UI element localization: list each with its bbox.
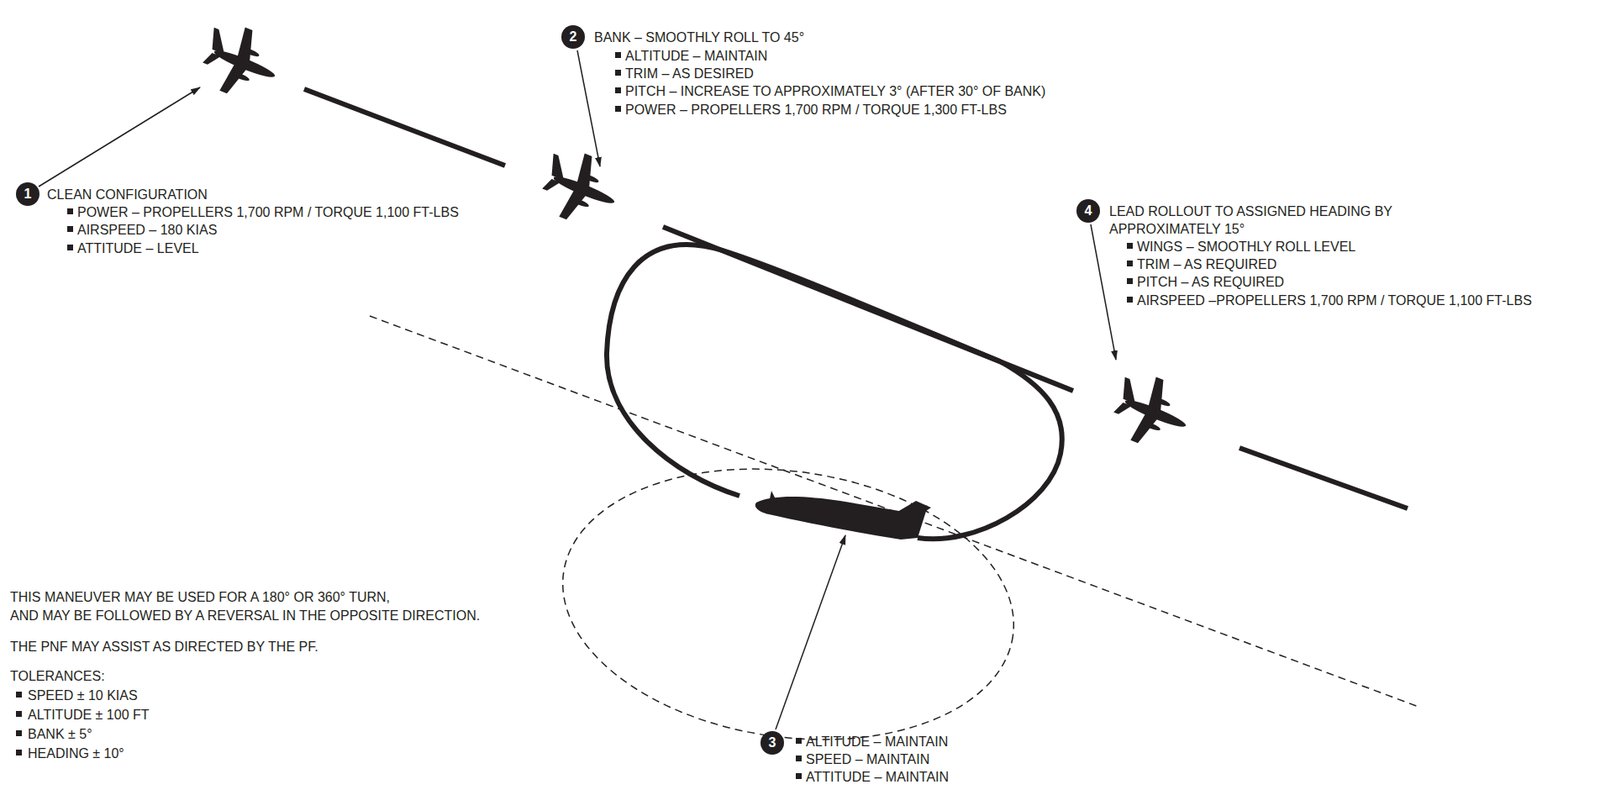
- note-text: CLEAN CONFIGURATION: [47, 185, 208, 204]
- checklist-item: TRIM – AS DESIRED: [625, 64, 754, 83]
- bullet-square: [1126, 260, 1133, 267]
- note-text: TOLERANCES:: [10, 667, 106, 685]
- aircraft: [193, 16, 289, 109]
- callout-number: 2: [561, 25, 585, 49]
- bullet-square: [615, 105, 622, 112]
- leader-arrows: [38, 50, 1116, 730]
- bullet-square: [795, 773, 802, 779]
- checklist-item: TRIM – AS REQUIRED: [1136, 255, 1277, 274]
- aircraft: [1104, 366, 1200, 458]
- bullet-square: [615, 52, 622, 58]
- checklist-item: BANK ± 5°: [27, 725, 93, 743]
- callout-text: 4: [1084, 203, 1093, 219]
- bullet-square: [1126, 242, 1133, 249]
- bullet-square: [615, 69, 622, 76]
- bullet-square: [15, 710, 22, 717]
- checklist-item: AIRSPEED – 180 KIAS: [77, 221, 217, 239]
- checklist-item: HEADING ± 10°: [27, 744, 125, 763]
- note-text: LEAD ROLLOUT TO ASSIGNED HEADING BY APPR…: [1109, 202, 1463, 238]
- reference-line: [369, 315, 1419, 707]
- checklist-item: ATTITUDE – LEVEL: [77, 239, 200, 258]
- bullet-square: [15, 730, 22, 737]
- checklist-item: PITCH – AS REQUIRED: [1136, 273, 1285, 291]
- bullet-square: [795, 737, 802, 744]
- callout-number: 1: [15, 182, 40, 206]
- flight-path: [304, 89, 1408, 539]
- checklist-item: ATTITUDE – MAINTAIN: [805, 768, 949, 786]
- bullet-square: [615, 87, 622, 94]
- note-text: BANK – SMOOTHLY ROLL TO 45°: [594, 28, 805, 47]
- note-text: THE PNF MAY ASSIST AS DIRECTED BY THE PF…: [10, 637, 319, 656]
- aircraft-banked: [755, 490, 932, 540]
- bullet-square: [795, 755, 802, 762]
- checklist-item: ALTITUDE – MAINTAIN: [805, 732, 948, 751]
- checklist-item: SPEED – MAINTAIN: [805, 750, 930, 769]
- note-text: AND MAY BE FOLLOWED BY A REVERSAL IN THE…: [10, 606, 480, 625]
- aircraft: [532, 142, 628, 235]
- callout-text: 1: [24, 186, 32, 202]
- callout-number: 4: [1076, 199, 1100, 223]
- bullet-square: [67, 226, 74, 232]
- bullet-square: [1126, 278, 1133, 285]
- bullet-square: [1126, 296, 1133, 303]
- checklist-item: PITCH – INCREASE TO APPROXIMATELY 3° (AF…: [625, 82, 1046, 100]
- note-text: THIS MANEUVER MAY BE USED FOR A 180° OR …: [10, 588, 390, 606]
- checklist-item: AIRSPEED –PROPELLERS 1,700 RPM / TORQUE …: [1136, 291, 1532, 310]
- callout-text: 2: [569, 29, 578, 45]
- dashed-orbit: [545, 441, 1032, 768]
- checklist-item: SPEED ± 10 KIAS: [27, 686, 138, 705]
- checklist-item: ALTITUDE – MAINTAIN: [625, 47, 768, 65]
- bullet-square: [67, 208, 74, 215]
- bullet-square: [67, 244, 74, 251]
- checklist-item: POWER – PROPELLERS 1,700 RPM / TORQUE 1,…: [625, 100, 1007, 119]
- callout-number: 3: [760, 731, 785, 755]
- bullet-square: [15, 749, 22, 756]
- checklist-item: ALTITUDE ± 100 FT: [27, 705, 150, 724]
- checklist-item: POWER – PROPELLERS 1,700 RPM / TORQUE 1,…: [77, 203, 459, 222]
- bullet-square: [15, 691, 22, 698]
- callout-text: 3: [768, 735, 777, 751]
- checklist-item: WINGS – SMOOTHLY ROLL LEVEL: [1136, 237, 1356, 256]
